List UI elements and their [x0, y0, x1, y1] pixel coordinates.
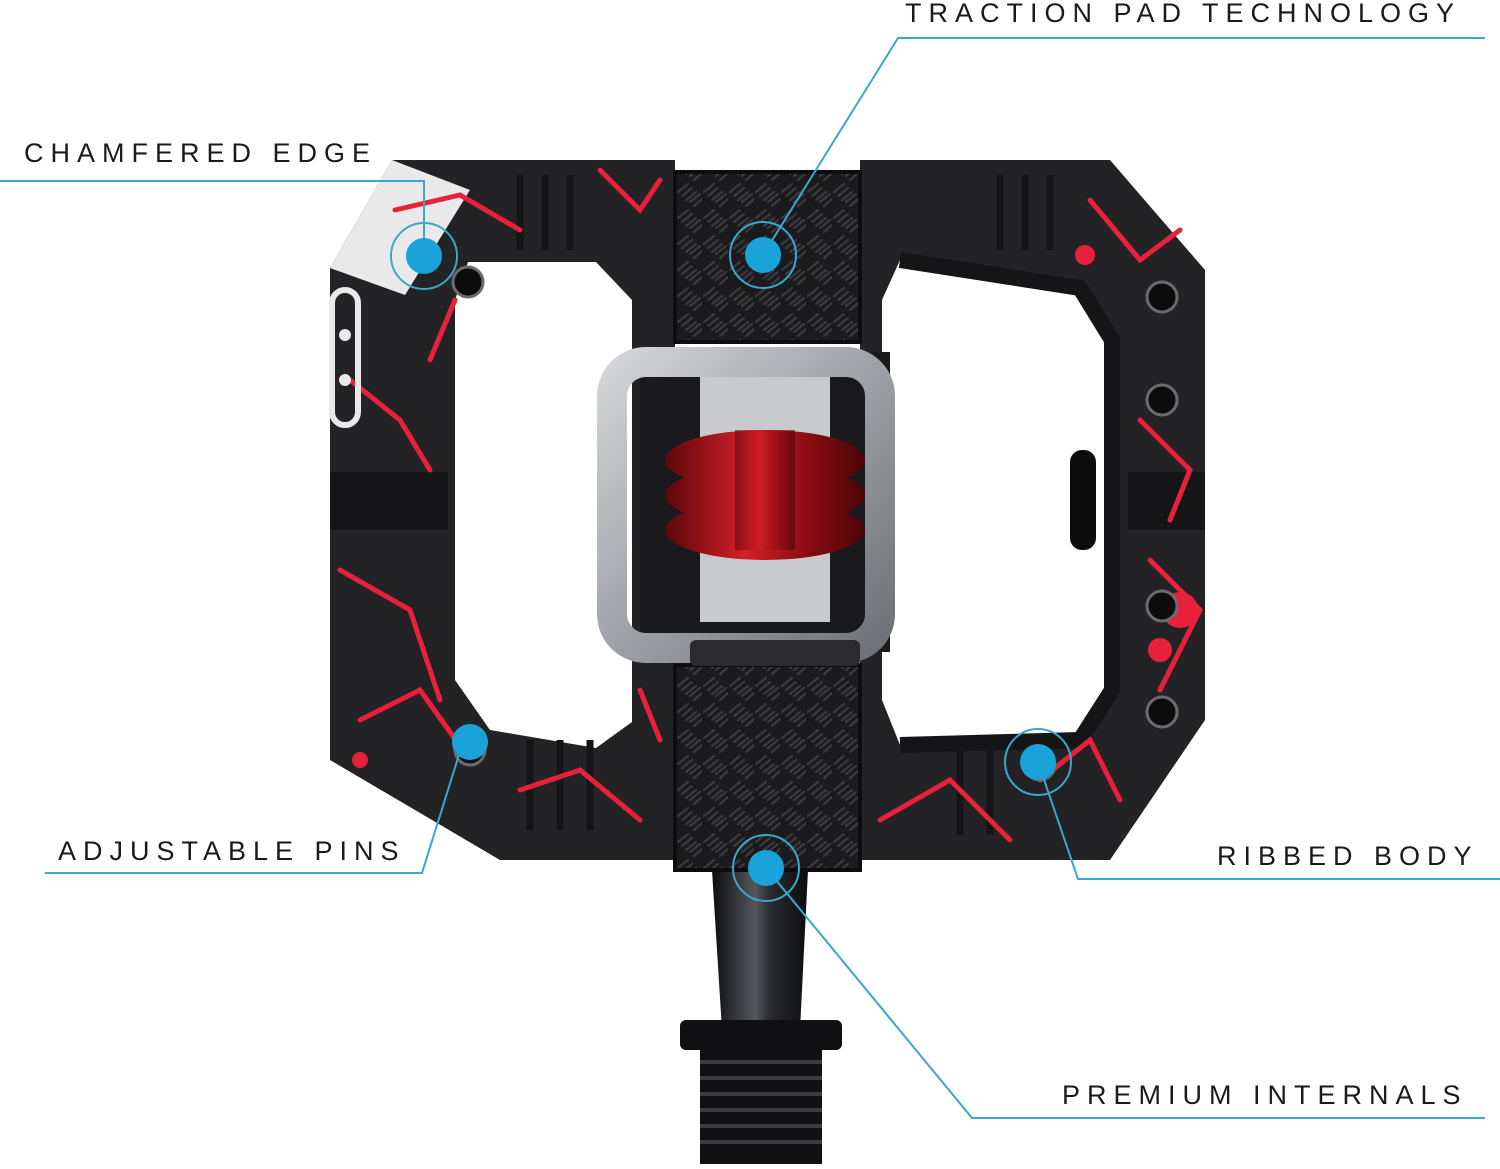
spring	[665, 430, 865, 560]
callout-marker-premium	[732, 834, 800, 902]
label-chamfered-edge: CHAMFERED EDGE	[24, 138, 378, 168]
leader-ribbed	[1037, 761, 1500, 880]
callout-marker-adjustable	[452, 724, 488, 760]
brand-logo-icon	[329, 287, 361, 428]
spindle	[680, 870, 842, 1164]
retention-cage	[597, 347, 895, 666]
callout-marker-ribbed	[1004, 728, 1072, 796]
callout-markers	[390, 221, 1072, 902]
pedal-body	[329, 160, 1205, 860]
label-ribbed-body: RIBBED BODY	[1217, 841, 1479, 871]
leader-adjustable	[45, 741, 464, 874]
leader-premium	[765, 867, 1485, 1119]
label-adjustable-pins: ADJUSTABLE PINS	[58, 836, 406, 866]
leader-chamfered	[0, 180, 425, 253]
callout-leaders	[0, 37, 1500, 1119]
label-premium-internals: PREMIUM INTERNALS	[1062, 1080, 1468, 1110]
callout-marker-chamfered	[390, 222, 458, 290]
callout-marker-traction	[729, 221, 797, 289]
leader-traction	[762, 37, 1485, 256]
label-traction-pad-technology: TRACTION PAD TECHNOLOGY	[905, 0, 1462, 28]
